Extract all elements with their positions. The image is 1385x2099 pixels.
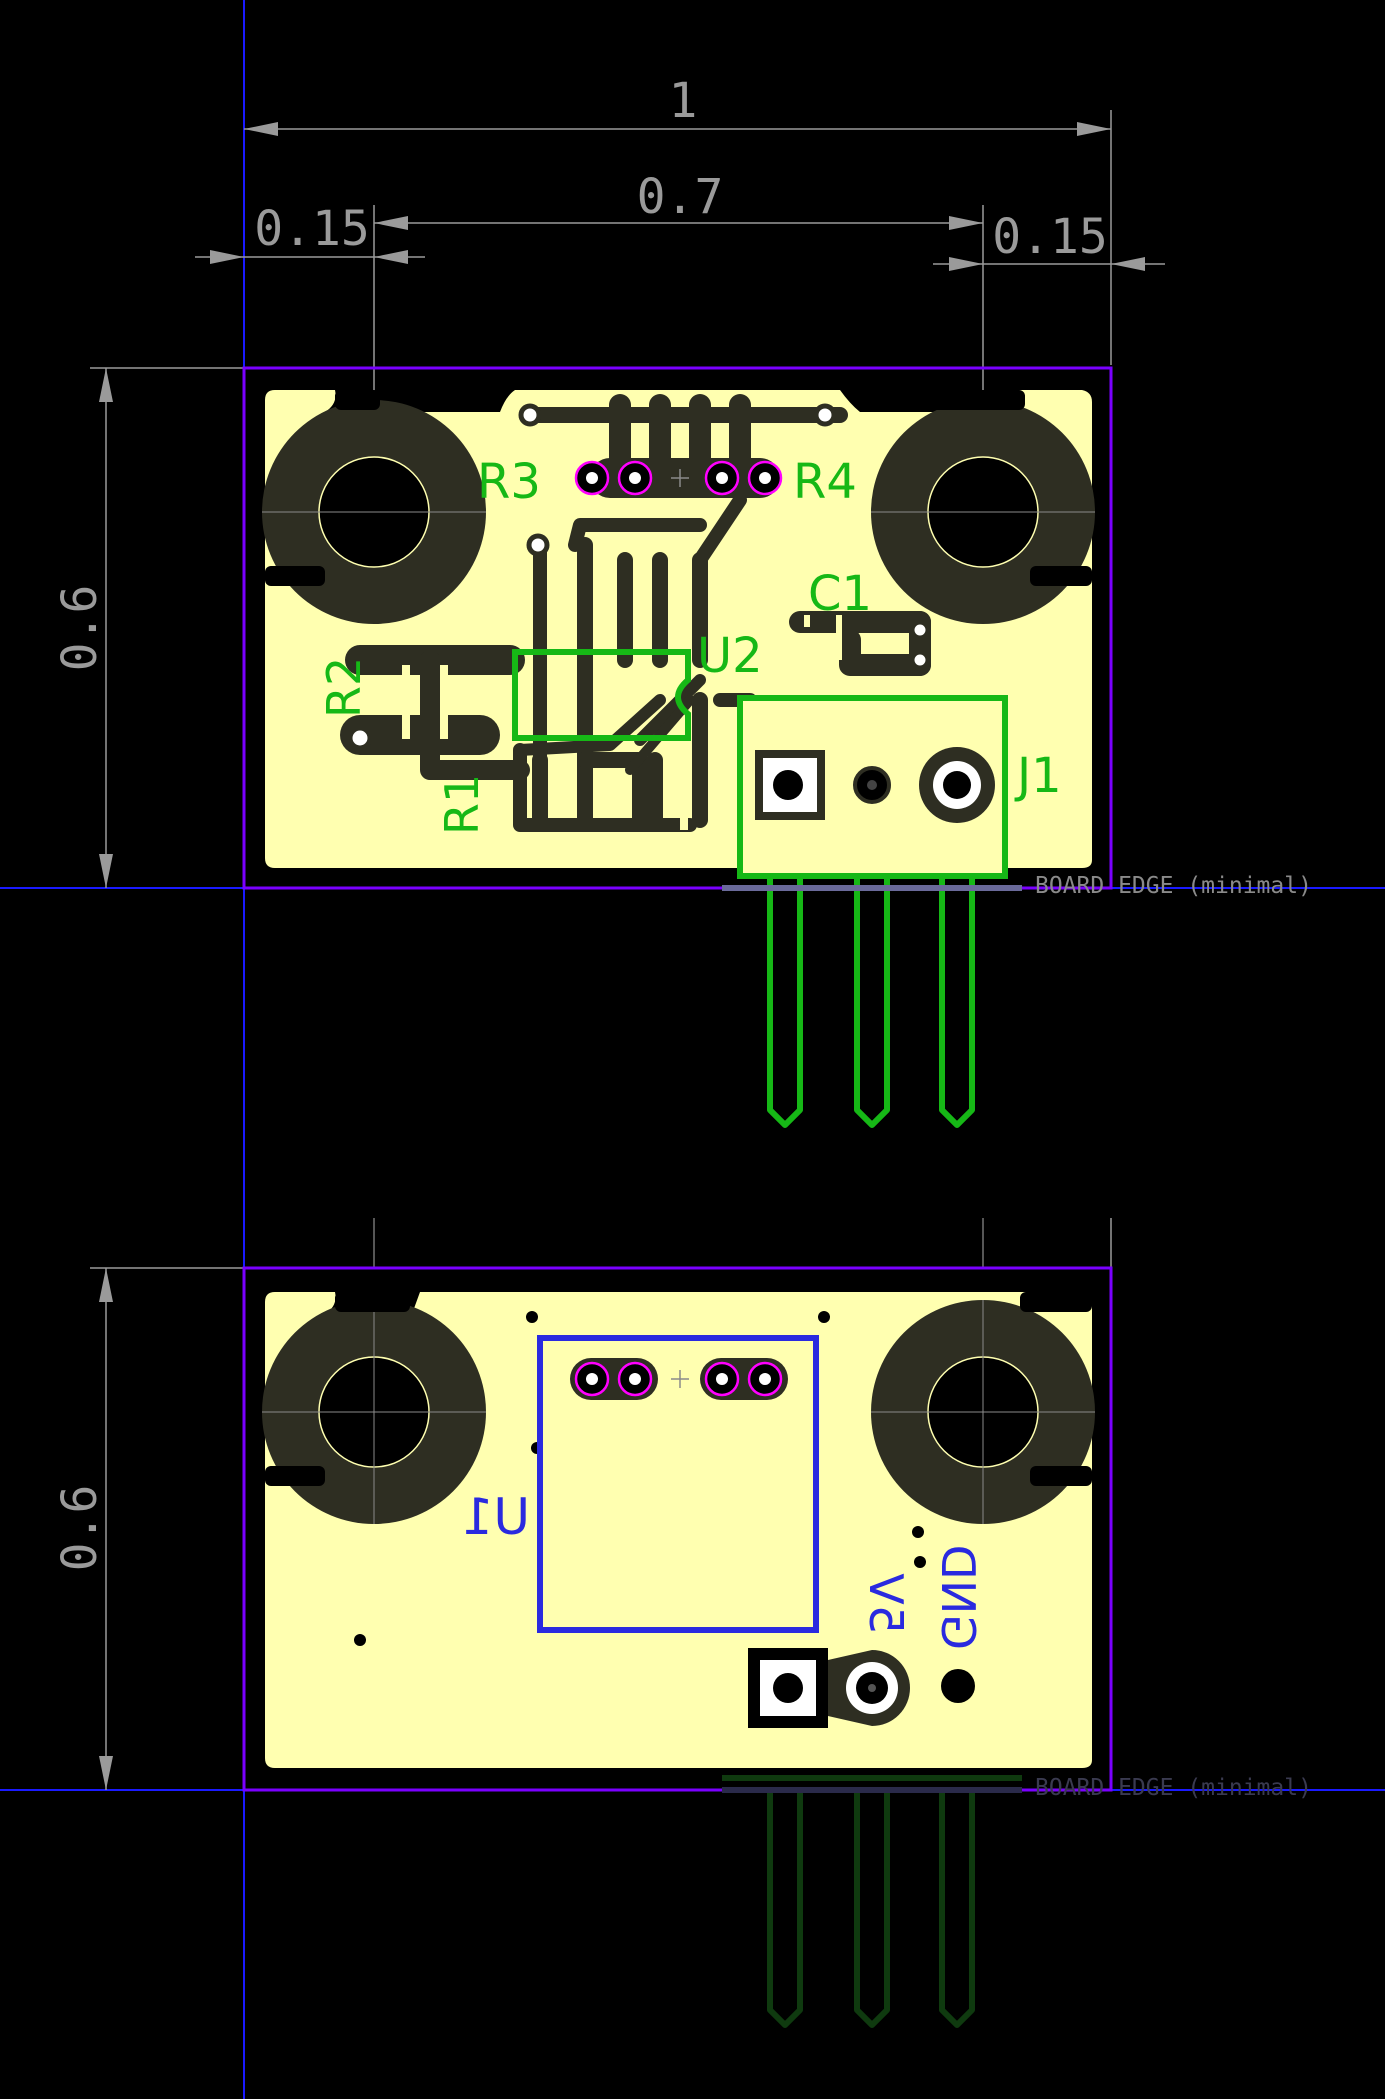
label-r2: R2 bbox=[317, 657, 371, 718]
bottom-header-pads bbox=[748, 1648, 975, 1728]
top-board-edge-label: BOARD EDGE (minimal) bbox=[1035, 873, 1312, 899]
u2-outline bbox=[512, 649, 691, 741]
bottom-board-outline bbox=[242, 1266, 1113, 1792]
top-mounting-hole-right bbox=[871, 400, 1095, 624]
top-center-cross bbox=[671, 469, 689, 487]
label-c1: C1 bbox=[808, 566, 872, 622]
bottom-center-cross bbox=[671, 1370, 689, 1388]
bottom-mounting-hole-right bbox=[871, 1300, 1095, 1524]
label-5v: 5V bbox=[859, 1573, 913, 1634]
label-j1: J1 bbox=[1014, 748, 1062, 804]
bottom-mounting-hole-left bbox=[262, 1300, 486, 1524]
bottom-board-corner-cuts bbox=[265, 1292, 1092, 1486]
dimension-labels: 1 0.7 0.15 0.15 0.6 0.6 bbox=[52, 73, 1108, 1571]
top-pad-gaps bbox=[402, 615, 842, 830]
label-r4: R4 bbox=[793, 454, 857, 510]
bottom-j1-pins-ghost bbox=[767, 1790, 975, 2028]
bottom-height-label: 0.6 bbox=[52, 1485, 108, 1572]
top-height-label: 0.6 bbox=[52, 585, 108, 672]
bottom-via-centers bbox=[586, 1373, 771, 1385]
top-small-drills bbox=[347, 403, 931, 751]
label-u1: U1 bbox=[462, 1488, 530, 1546]
dimension-arrows bbox=[99, 122, 1145, 1790]
top-board-corner-cuts bbox=[265, 390, 1092, 586]
overall-width-label: 1 bbox=[669, 73, 698, 129]
top-board-outline bbox=[242, 366, 1113, 890]
right-margin-label: 0.15 bbox=[992, 209, 1108, 265]
label-r1: R1 bbox=[435, 774, 489, 835]
left-margin-label: 0.15 bbox=[254, 201, 370, 257]
bottom-board-view: BOARD EDGE (minimal) U1 5V GND bbox=[242, 1218, 1312, 2028]
top-mounting-hole-left bbox=[262, 400, 486, 624]
hole-spacing-label: 0.7 bbox=[637, 169, 724, 225]
u1-outline bbox=[537, 1335, 819, 1633]
top-via-centers bbox=[586, 472, 771, 484]
j1-pins bbox=[767, 876, 975, 1128]
j1-connector bbox=[737, 695, 1008, 879]
bottom-board-edge-label: BOARD EDGE (minimal) bbox=[1035, 1775, 1312, 1801]
label-gnd: GND bbox=[931, 1545, 985, 1650]
label-u2: U2 bbox=[697, 628, 763, 684]
top-board-view: BOARD EDGE (minimal) R3 R4 C1 U2 J1 R2 R… bbox=[242, 366, 1312, 1128]
bottom-extension-ticks bbox=[373, 1218, 984, 1268]
label-r3: R3 bbox=[477, 454, 541, 510]
